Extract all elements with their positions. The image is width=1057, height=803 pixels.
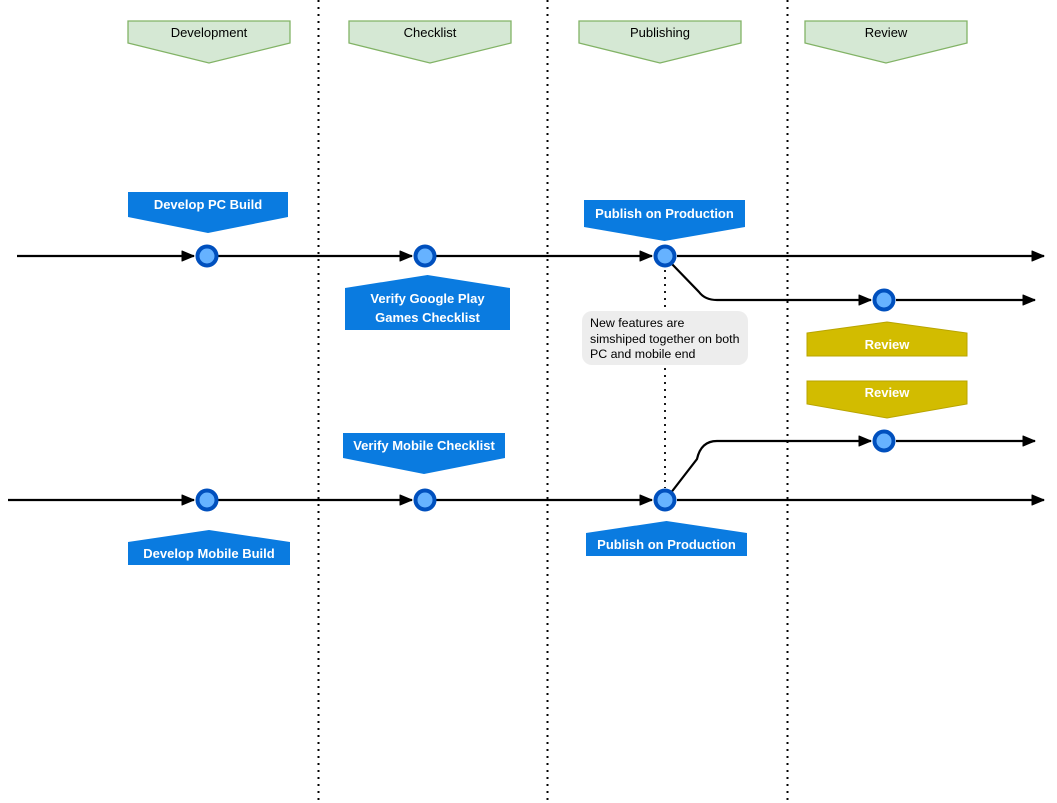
pc-develop-node xyxy=(195,244,219,268)
pc-develop-banner xyxy=(128,192,288,233)
mobile-review-banner xyxy=(806,380,968,419)
pc-checklist-node xyxy=(413,244,437,268)
mobile-develop-banner xyxy=(128,530,290,565)
phase-banner-review xyxy=(804,20,968,64)
mobile-publish-banner xyxy=(586,521,747,556)
mobile-develop-node xyxy=(195,488,219,512)
mobile-review-node xyxy=(872,429,896,453)
mobile-review-branch xyxy=(669,435,872,495)
note-box: New features are simshiped together on b… xyxy=(582,311,748,365)
phase-banner-checklist xyxy=(348,20,512,64)
pc-checklist-banner xyxy=(345,275,510,330)
pc-review-branch xyxy=(669,261,872,306)
phase-banner-development xyxy=(127,20,291,64)
pc-review-node xyxy=(872,288,896,312)
note-text: New features are simshiped together on b… xyxy=(590,316,740,362)
mobile-publish-node xyxy=(653,488,677,512)
phase-banner-publishing xyxy=(578,20,742,64)
mobile-checklist-node xyxy=(413,488,437,512)
pc-publish-banner xyxy=(584,200,745,241)
mobile-checklist-banner xyxy=(343,433,505,474)
pc-review-banner xyxy=(806,321,968,357)
pc-publish-node xyxy=(653,244,677,268)
